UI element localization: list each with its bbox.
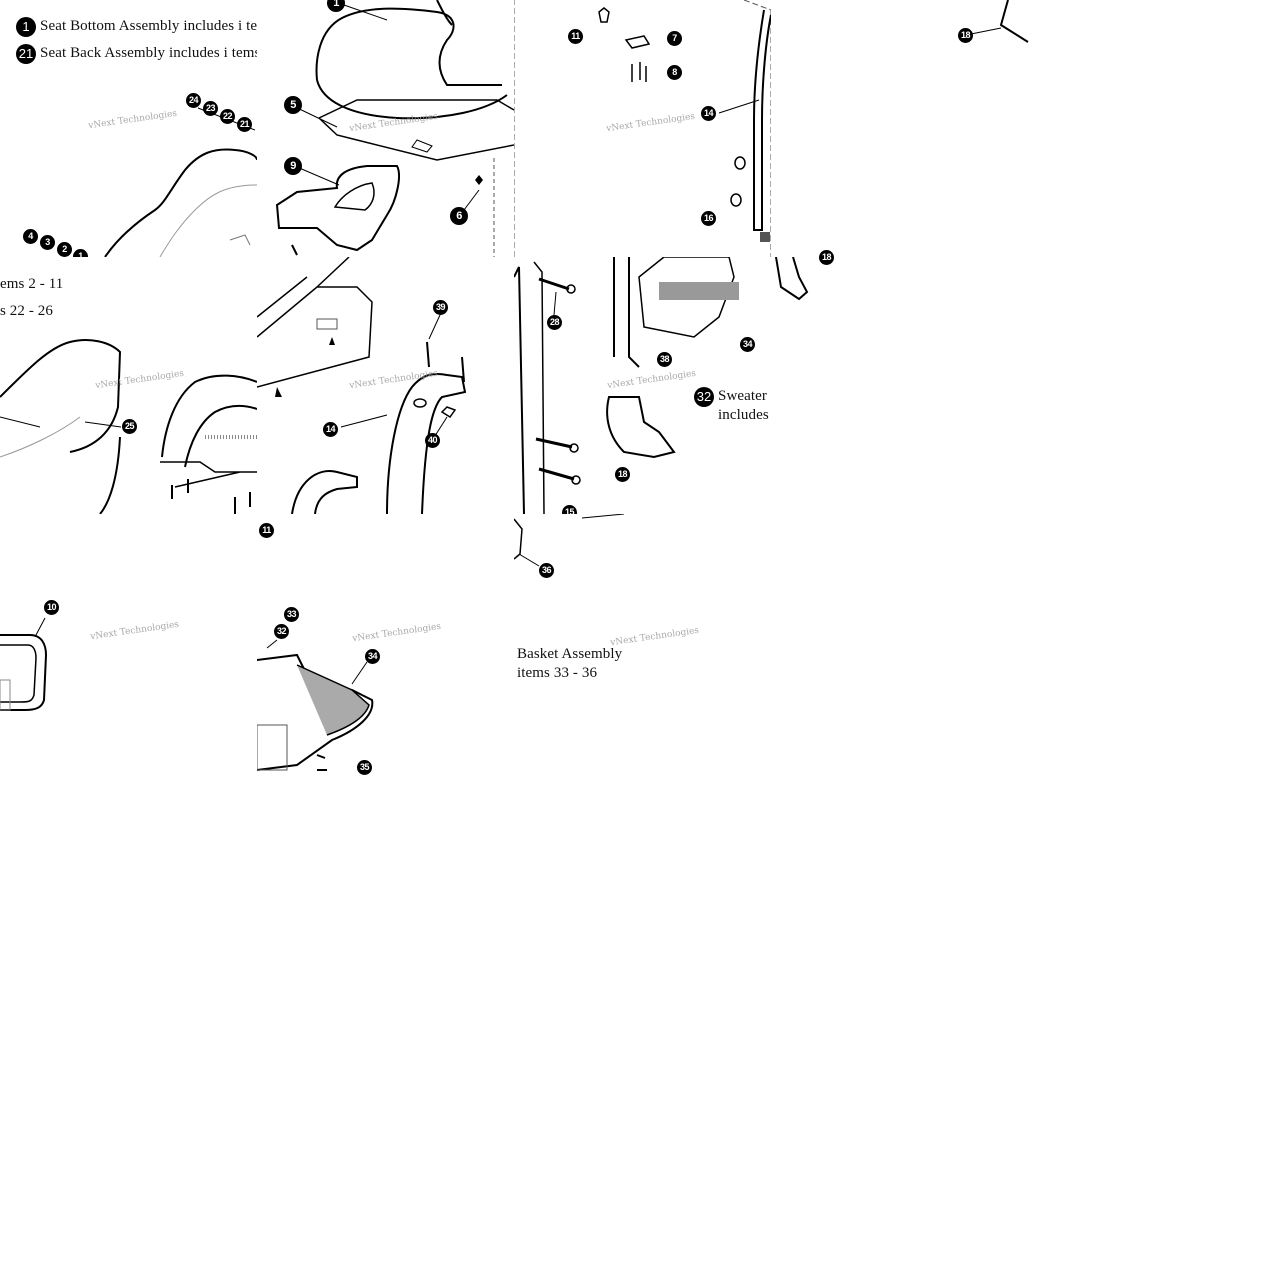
callout: 11 xyxy=(259,523,274,538)
callout: 6 xyxy=(450,207,468,225)
callout: 10 xyxy=(44,600,59,615)
callout: 32 xyxy=(274,624,289,639)
tile-hardware: vNext Technologies 11 7 8 14 16 xyxy=(514,0,771,257)
callout: 38 xyxy=(657,352,672,367)
legend-badge-sweater: 32 xyxy=(694,387,714,407)
callout: 25 xyxy=(122,419,137,434)
tile-basket: 36 Basket Assembly items 33 - 36 vNext T… xyxy=(514,514,771,771)
tile-seat-back-top: 1 Seat Bottom Assembly includes i te 21 … xyxy=(0,0,257,257)
frame-bolts-drawing xyxy=(514,257,739,514)
callout: 8 xyxy=(667,65,682,80)
legend-seat-bottom-cont: ems 2 - 11 xyxy=(0,276,64,292)
callout: 7 xyxy=(667,31,682,46)
callout: 28 xyxy=(547,315,562,330)
legend-sweater-line2: includes xyxy=(718,407,769,423)
seat-back-lower-drawing xyxy=(0,257,257,514)
legend-sweater-line1: Sweater xyxy=(718,388,768,404)
callout: 16 xyxy=(701,211,716,226)
callout: 33 xyxy=(284,607,299,622)
legend-seat-back: Seat Back Assembly includes i tems xyxy=(40,45,257,61)
callout: 24 xyxy=(186,93,201,108)
legend-seat-back-cont: s 22 - 26 xyxy=(0,303,53,319)
callout: 1 xyxy=(327,0,345,12)
tile-seat-back-lower: ems 2 - 11 s 22 - 26 vNext Technologies … xyxy=(0,257,257,514)
basket-tray-drawing xyxy=(257,600,514,775)
sweater-fragment-drawing xyxy=(771,257,831,514)
callout: 18 xyxy=(615,467,630,482)
seat-back-drawing xyxy=(0,0,257,257)
callout: 22 xyxy=(220,109,235,124)
tile-frame-bolts: 28 15 xyxy=(514,257,771,514)
seat-pan-drawing xyxy=(257,257,514,514)
legend-badge-seat-bottom: 1 xyxy=(16,17,36,37)
callout: 11 xyxy=(568,29,583,44)
hardware-drawing xyxy=(514,0,771,257)
callout: 5 xyxy=(284,96,302,114)
callout: 18 xyxy=(958,28,973,43)
legend-basket-line2: items 33 - 36 xyxy=(517,665,598,681)
callout: 14 xyxy=(323,422,338,437)
legend-seat-bottom: Seat Bottom Assembly includes i te xyxy=(40,18,257,34)
callout: 36 xyxy=(539,563,554,578)
callout: 4 xyxy=(23,229,38,244)
tile-frame-leg: 18 xyxy=(943,0,1043,60)
tile-basket-tray: 33 32 34 35 vNext Technologies xyxy=(257,600,514,775)
basket-fragment-drawing xyxy=(514,514,771,771)
callout: 35 xyxy=(357,760,372,775)
tile-fragment-11: 11 xyxy=(257,514,514,574)
callout: 1 xyxy=(73,249,88,257)
callout: 39 xyxy=(433,300,448,315)
callout: 34 xyxy=(740,337,755,352)
callout: 34 xyxy=(365,649,380,664)
legend-basket-line1: Basket Assembly xyxy=(517,646,623,662)
handle-drawing xyxy=(0,590,257,770)
tile-handle: 10 vNext Technologies xyxy=(0,590,257,770)
callout: 18 xyxy=(819,250,834,265)
callout: 15 xyxy=(562,505,577,514)
legend-badge-seat-back: 21 xyxy=(16,44,36,64)
callout: 14 xyxy=(701,106,716,121)
frame-leg-drawing xyxy=(943,0,1043,60)
tile-seat-pan: vNext Technologies 39 14 40 xyxy=(257,257,514,514)
callout: 3 xyxy=(40,235,55,250)
tile-seat-bottom: vNext Technologies 1 5 9 6 xyxy=(257,0,514,257)
callout: 40 xyxy=(425,433,440,448)
tile-sweater-label xyxy=(771,257,831,514)
callout: 23 xyxy=(203,101,218,116)
callout: 9 xyxy=(284,157,302,175)
callout: 21 xyxy=(237,117,252,132)
callout: 2 xyxy=(57,242,72,257)
